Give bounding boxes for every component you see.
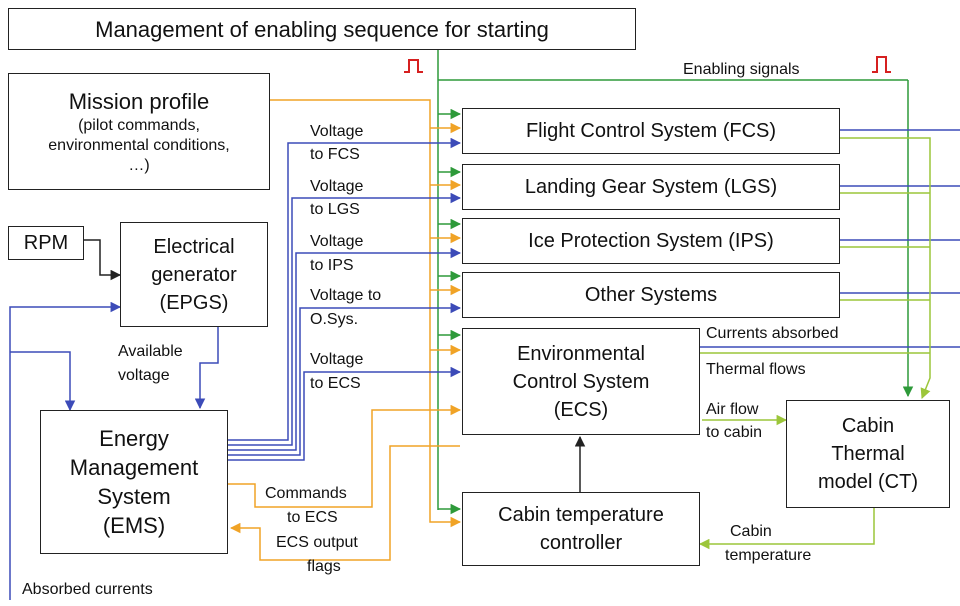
available-voltage-label-1: Available [118,343,183,360]
ems-line-3: System [97,484,171,509]
fcs-box: Flight Control System (FCS) [462,108,840,154]
other-systems-box: Other Systems [462,272,840,318]
header-box: Management of enabling sequence for star… [8,8,636,50]
ecs-line-2: Control System [512,370,650,393]
ecs-flags-label-2: flags [307,558,341,575]
voltage-ips-label-1: Voltage [310,233,364,250]
voltage-ecs-label-2: to ECS [310,375,361,392]
epgs-box: Electrical generator (EPGS) [120,222,268,327]
air-flow-label-1: Air flow [706,401,759,418]
ct-line-1: Cabin [841,415,895,437]
mission-detail-1: (pilot commands, [78,116,200,134]
ems-line-2: Management [69,455,199,480]
ecs-line-1: Environmental [517,342,645,365]
mission-detail-3: …) [128,156,150,174]
cabin-temperature-label-2: temperature [725,547,812,564]
absorbed-currents-label: Absorbed currents [22,581,153,598]
thermal-flows-label: Thermal flows [706,361,806,378]
commands-ecs-label-1: Commands [265,485,347,502]
ecs-flags-label-1: ECS output [276,534,358,551]
epgs-line-3: (EPGS) [159,291,229,314]
ecs-box: Environmental Control System (ECS) [462,328,700,435]
voltage-fcs-label-2: to FCS [310,146,360,163]
ems-box: Energy Management System (EMS) [40,410,228,554]
header-title: Management of enabling sequence for star… [95,16,549,42]
rpm-label: RPM [23,232,69,254]
epgs-line-2: generator [151,263,237,286]
available-voltage-label-2: voltage [118,367,170,384]
ct-line-2: Thermal [831,443,905,465]
voltage-lines [9,129,960,600]
voltage-lgs-label-2: to LGS [310,201,360,218]
cabin-temperature-label-1: Cabin [730,523,772,540]
enabling-signal-lines [437,50,914,515]
voltage-fcs-label-1: Voltage [310,123,364,140]
voltage-ips-label-2: to IPS [310,257,354,274]
black-arrows [84,239,586,492]
rpm-box: RPM [8,226,84,260]
currents-absorbed-label: Currents absorbed [706,325,839,342]
controller-line-2: controller [539,532,623,554]
ems-line-4: (EMS) [102,513,166,538]
mission-title: Mission profile [68,88,210,114]
voltage-osys-label-1: Voltage to [310,287,382,304]
ct-line-3: model (CT) [817,471,918,493]
voltage-lgs-label-1: Voltage [310,178,364,195]
enabling-signals-label: Enabling signals [683,61,800,78]
mission-profile-lines [228,99,462,561]
lgs-label: Landing Gear System (LGS) [524,176,778,198]
thermal-lines [698,137,931,550]
controller-line-1: Cabin temperature [498,504,664,526]
mission-detail-2: environmental conditions, [48,136,230,154]
cabin-thermal-model-box: Cabin Thermal model (CT) [786,400,950,508]
ips-label: Ice Protection System (IPS) [528,230,774,252]
voltage-osys-label-2: O.Sys. [310,311,359,328]
mission-profile-box: Mission profile (pilot commands, environ… [8,73,270,190]
voltage-ecs-label-1: Voltage [310,351,364,368]
ips-box: Ice Protection System (IPS) [462,218,840,264]
other-systems-label: Other Systems [584,284,718,306]
cabin-controller-box: Cabin temperature controller [462,492,700,566]
epgs-line-1: Electrical [153,235,235,258]
commands-ecs-label-2: to ECS [287,509,338,526]
pulse-icon [404,56,891,73]
air-flow-label-2: to cabin [706,424,763,441]
fcs-label: Flight Control System (FCS) [525,120,777,142]
ems-line-1: Energy [99,426,169,451]
ecs-line-3: (ECS) [553,398,609,421]
lgs-box: Landing Gear System (LGS) [462,164,840,210]
